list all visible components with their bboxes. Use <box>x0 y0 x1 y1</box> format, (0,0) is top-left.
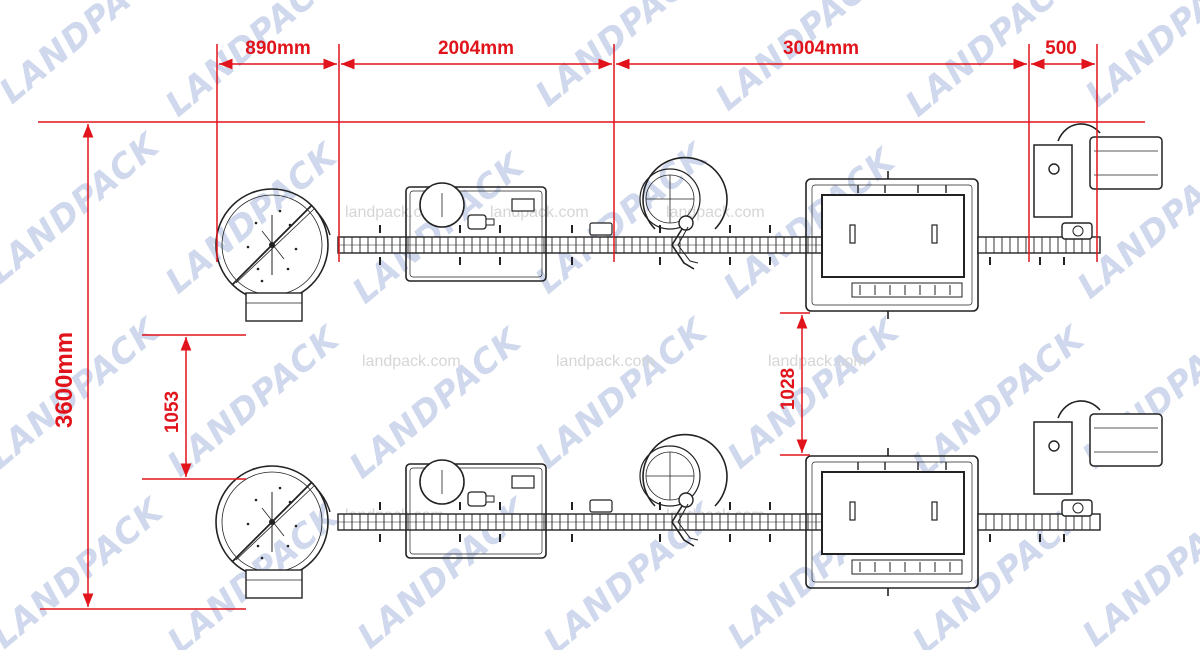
watermark-logo: LANDPACK <box>0 490 173 650</box>
dim-label-3600: 3600mm <box>51 332 78 428</box>
watermark-logo: LANDPACK <box>1075 488 1200 650</box>
watermark-logo: LANDPACK <box>160 318 349 485</box>
dim-label-890: 890mm <box>245 38 311 59</box>
watermark-logo: LANDPACK <box>0 125 169 292</box>
watermark-text: landpack.com <box>362 353 461 370</box>
dimension-layer <box>38 44 1145 610</box>
watermark-logo: LANDPACK <box>158 0 347 125</box>
watermark-logo: LANDPACK <box>720 310 909 477</box>
watermark-logo: LANDPACK <box>0 0 181 112</box>
watermark-text: landpack.com <box>666 204 765 221</box>
watermark-logo: LANDPACK <box>898 0 1087 125</box>
dim-label-2004: 2004mm <box>438 38 514 59</box>
watermark-text: landpack.com <box>768 353 867 370</box>
dim-label-1028: 1028 <box>778 368 799 410</box>
dim-label-1053: 1053 <box>162 391 183 433</box>
watermark-logo: LANDPACK <box>345 145 534 312</box>
watermark-logo: LANDPACK <box>528 0 717 115</box>
dim-label-500: 500 <box>1045 38 1077 59</box>
watermark-logo: LANDPACK <box>708 0 897 119</box>
watermark-text: landpack.com <box>490 204 589 221</box>
watermark-text: landpack.com <box>556 353 655 370</box>
dimension-labels: 890mm 2004mm 3004mm 500 3600mm 1053 1028 <box>51 38 1077 433</box>
dim-label-3004: 3004mm <box>783 38 859 59</box>
watermark-text: landpack.com <box>345 204 444 221</box>
